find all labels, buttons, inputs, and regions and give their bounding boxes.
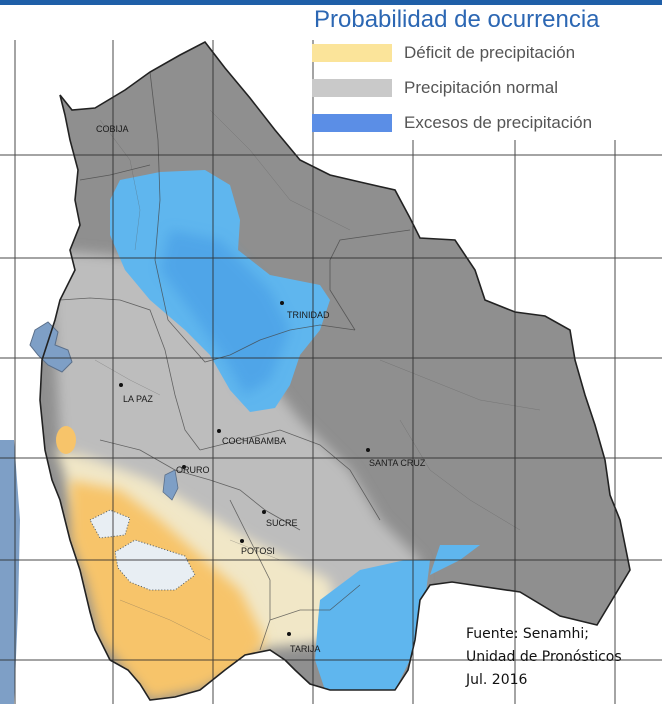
top-accent-bar: [0, 0, 662, 5]
source-line-3: Jul. 2016: [466, 672, 528, 688]
city-dot-oruro: [182, 465, 186, 469]
city-dot-cochabamba: [217, 429, 221, 433]
city-label-oruro: ORURO: [176, 465, 210, 475]
city-dot-tarija: [287, 632, 291, 636]
ocean-strip: [0, 440, 20, 704]
city-dot-trinidad: [280, 301, 284, 305]
city-dot-la-paz: [119, 383, 123, 387]
source-line-2: Unidad de Pronósticos: [466, 649, 622, 665]
salar-coipasa: [89, 509, 131, 539]
source-line-1: Fuente: Senamhi;: [466, 626, 589, 642]
city-dot-sucre: [262, 510, 266, 514]
city-label-cochabamba: COCHABAMBA: [222, 436, 287, 446]
city-dot-santa-cruz: [366, 448, 370, 452]
city-label-trinidad: TRINIDAD: [287, 310, 330, 320]
lake-titicaca: [29, 321, 73, 373]
city-label-cobija: COBIJA: [96, 124, 129, 134]
city-label-sucre: SUCRE: [266, 518, 298, 528]
excess-core-north: [160, 230, 290, 395]
source-note: Fuente: Senamhi; Unidad de Pronósticos J…: [466, 623, 622, 692]
legend-swatch-deficit: [312, 44, 392, 62]
salar-uyuni: [114, 539, 196, 591]
legend-title: Probabilidad de ocurrencia: [314, 6, 600, 33]
city-dot-potosi: [240, 539, 244, 543]
deficit-region-small: [56, 426, 76, 454]
city-label-la-paz: LA PAZ: [123, 394, 153, 404]
city-label-santa-cruz: SANTA CRUZ: [369, 458, 426, 468]
lake-poopo: [162, 469, 179, 501]
legend-label-excess: Excesos de precipitación: [404, 113, 593, 132]
normal-light-band: [50, 250, 420, 640]
excess-region-south: [315, 560, 430, 690]
legend-label-normal: Precipitación normal: [404, 78, 559, 97]
legend-swatch-excess: [312, 114, 392, 132]
legend-swatch-normal: [312, 79, 392, 97]
city-label-potosi: POTOSI: [241, 546, 275, 556]
map-grid: [0, 40, 662, 704]
legend-label-deficit: Déficit de precipitación: [404, 43, 576, 62]
city-label-tarija: TARIJA: [290, 644, 321, 654]
